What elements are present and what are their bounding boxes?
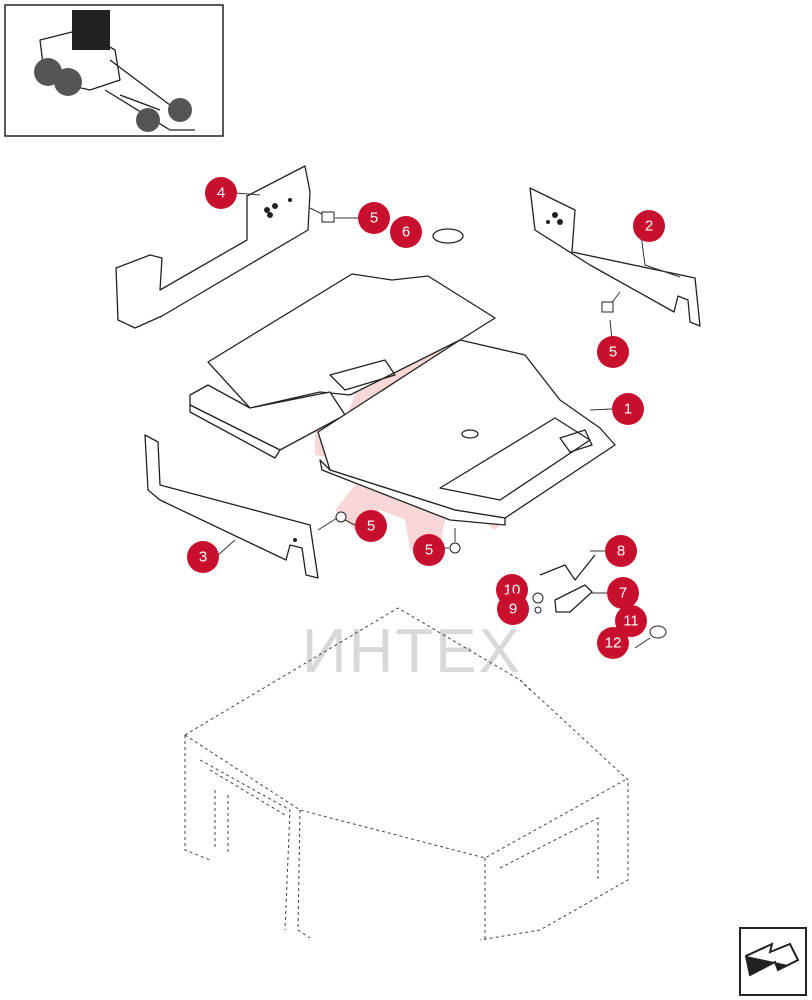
part-2-bracket — [529, 187, 701, 327]
svg-text:9: 9 — [509, 601, 517, 618]
svg-text:5: 5 — [425, 542, 433, 559]
part-3-bracket — [144, 434, 319, 579]
callout-8: 8 — [605, 535, 637, 567]
svg-text:4: 4 — [217, 185, 225, 202]
screw-icon — [317, 511, 347, 531]
cab-outline — [184, 607, 629, 941]
nut-icon — [534, 606, 542, 614]
callout-11: 11 — [615, 605, 647, 637]
svg-text:5: 5 — [367, 518, 375, 535]
callout-6: 6 — [390, 216, 422, 248]
callout-5: 5 — [355, 510, 387, 542]
screw-icon — [601, 291, 621, 313]
next-page-arrow-icon[interactable] — [739, 927, 807, 996]
svg-text:5: 5 — [609, 344, 617, 361]
svg-text:1: 1 — [624, 401, 632, 418]
callout-5: 5 — [358, 202, 390, 234]
svg-text:11: 11 — [623, 613, 639, 630]
callout-1: 1 — [612, 393, 644, 425]
callout-2: 2 — [633, 210, 665, 242]
svg-text:3: 3 — [199, 549, 207, 566]
part-11-knob — [649, 625, 667, 639]
screw-icon — [309, 207, 335, 223]
part-8-latch — [539, 554, 596, 581]
part-7-handle — [554, 584, 593, 613]
callout-12: 12 — [597, 627, 629, 659]
svg-text:7: 7 — [619, 585, 627, 602]
washer-icon — [532, 592, 544, 604]
svg-text:8: 8 — [617, 543, 625, 560]
watermark-text: ИНТЕХ — [302, 617, 522, 686]
motor-grader-thumbnail — [4, 4, 224, 137]
callout-5: 5 — [597, 336, 629, 368]
callout-9: 9 — [497, 593, 529, 625]
callout-4: 4 — [205, 177, 237, 209]
part-4-bracket — [115, 165, 311, 329]
screw-icon — [449, 528, 461, 554]
svg-text:6: 6 — [402, 224, 410, 241]
part-1-panel-assembly — [189, 273, 616, 526]
callout-5: 5 — [413, 534, 445, 566]
callout-3: 3 — [187, 541, 219, 573]
part-6-cap — [432, 228, 464, 244]
callout-7: 7 — [607, 577, 639, 609]
svg-text:2: 2 — [645, 218, 653, 235]
svg-text:12: 12 — [605, 635, 622, 652]
svg-text:5: 5 — [370, 210, 378, 227]
